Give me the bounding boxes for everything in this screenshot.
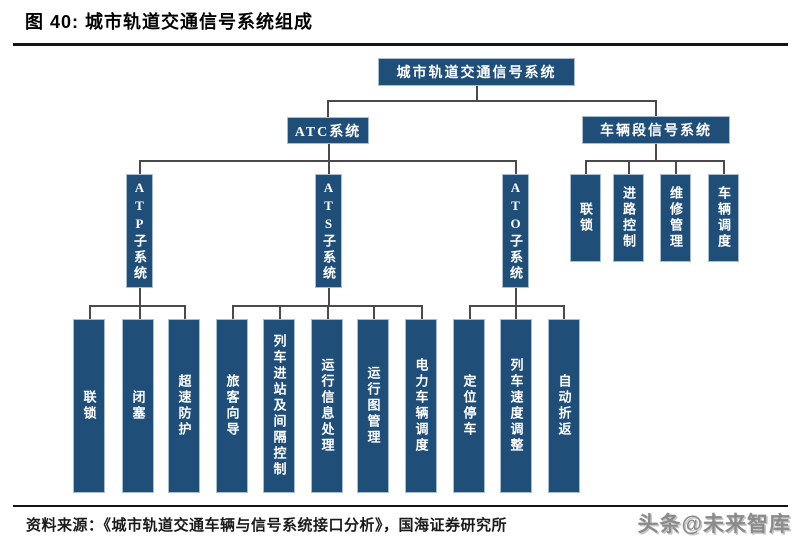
node-depot-interlocking: 联锁 (570, 174, 601, 262)
node-ats-subsystem: ATS子系统 (315, 174, 342, 288)
connector-line (89, 305, 91, 319)
connector-line (675, 160, 677, 174)
connector-line (515, 160, 517, 174)
node-maintenance-management: 维修管理 (660, 174, 691, 262)
connector-line (184, 305, 186, 319)
connector-line (232, 305, 421, 307)
node-root: 城市轨道交通信号系统 (378, 58, 575, 86)
connector-line (328, 144, 330, 160)
connector-line (655, 100, 657, 116)
connector-line (655, 144, 657, 160)
connector-line (469, 305, 564, 307)
connector-line (327, 100, 329, 117)
node-timetable-management: 运行图管理 (357, 319, 389, 493)
connector-line (327, 100, 657, 102)
node-overspeed-protection: 超速防护 (168, 319, 200, 493)
connector-line (327, 305, 329, 319)
node-train-speed-adjustment: 列车速度调整 (500, 319, 532, 493)
node-passenger-guidance: 旅客向导 (216, 319, 248, 493)
node-depot-signal-system: 车辆段信号系统 (582, 116, 730, 144)
connector-line (563, 305, 565, 319)
node-atc-system: ATC系统 (287, 117, 369, 144)
connector-line (515, 305, 517, 319)
connector-line (373, 305, 375, 319)
node-atp-subsystem: ATP子系统 (126, 174, 153, 288)
node-automatic-turnback: 自动折返 (548, 319, 580, 493)
connector-line (469, 305, 471, 319)
connector-line (139, 160, 141, 174)
source-citation: 资料来源：《城市轨道交通车辆与信号系统接口分析》，国海证券研究所 (26, 518, 508, 534)
node-route-control: 进路控制 (613, 174, 644, 262)
connector-line (476, 86, 478, 100)
connector-line (139, 305, 141, 319)
connector-line (328, 288, 330, 305)
connector-line (421, 305, 423, 319)
node-train-arrival-interval-control: 列车进站及间隔控制 (263, 319, 295, 493)
connector-line (515, 288, 517, 305)
node-ato-subsystem: ATO子系统 (502, 174, 529, 288)
connector-line (139, 288, 141, 305)
node-vehicle-dispatch: 车辆调度 (708, 174, 739, 262)
node-block-system: 闭塞 (122, 319, 154, 493)
connector-line (89, 305, 184, 307)
connector-line (585, 160, 724, 162)
connector-line (328, 160, 330, 174)
connector-line (232, 305, 234, 319)
connector-line (723, 160, 725, 174)
title-divider (13, 43, 788, 46)
connector-line (585, 160, 587, 174)
connector-line (628, 160, 630, 174)
node-precise-stopping: 定位停车 (453, 319, 485, 493)
node-power-vehicle-dispatch: 电力车辆调度 (405, 319, 437, 493)
node-interlocking: 联锁 (73, 319, 105, 493)
watermark-toutiao: 头条@未来智库 (637, 513, 791, 536)
connector-line (279, 305, 281, 319)
node-operation-info-processing: 运行信息处理 (311, 319, 343, 493)
source-divider (13, 505, 788, 507)
figure-title: 图 40: 城市轨道交通信号系统组成 (25, 12, 314, 32)
